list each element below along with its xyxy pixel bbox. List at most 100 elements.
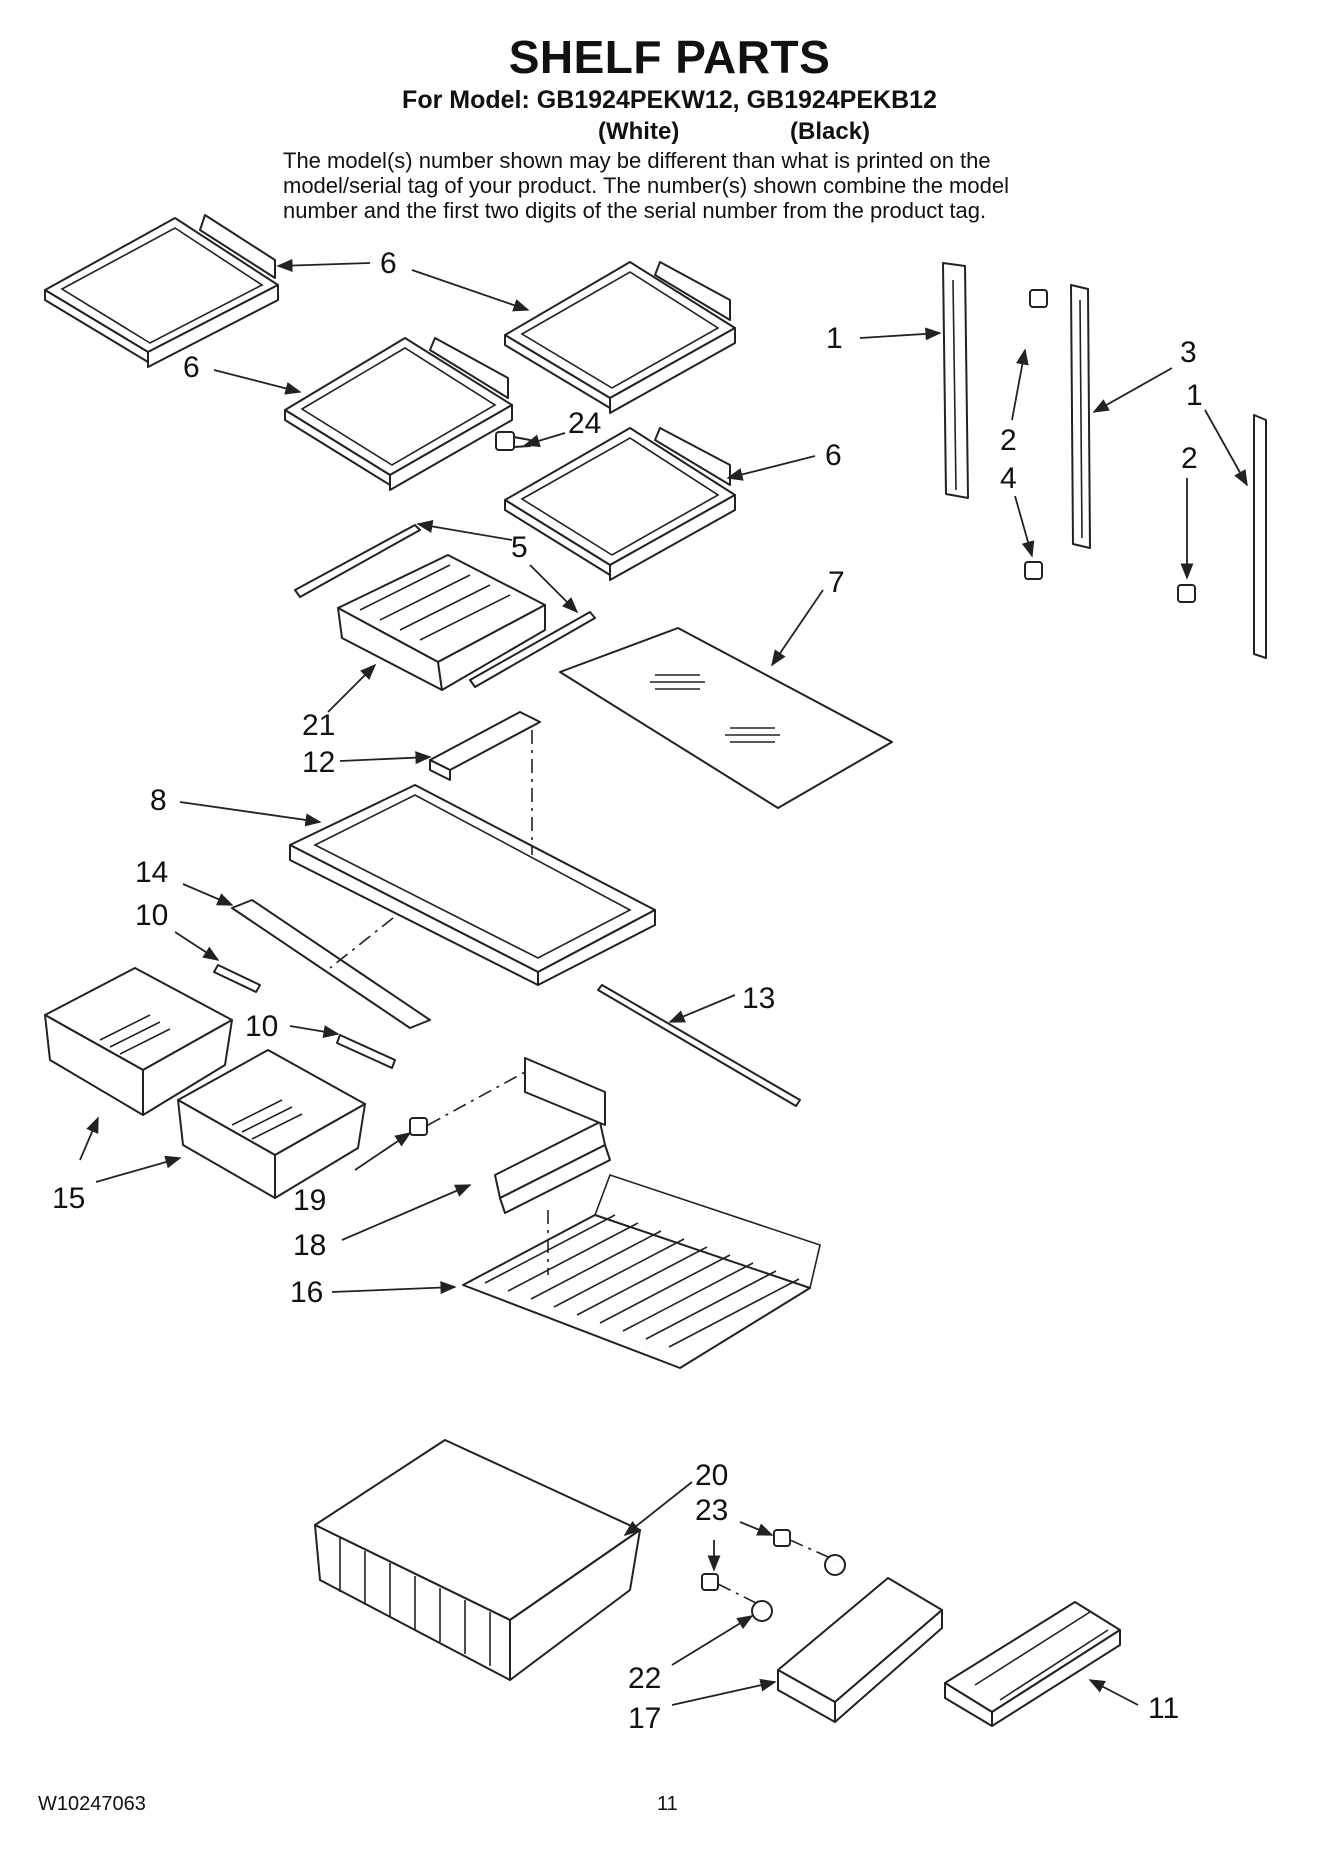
leader-line (331, 1281, 457, 1295)
wire-basket-16 (462, 1173, 821, 1369)
washer-22-b (751, 1600, 773, 1622)
leader-line (289, 1025, 340, 1038)
callout-label: 21 (302, 709, 335, 742)
shelf-middle-left (284, 337, 513, 491)
callout-label: 22 (628, 1662, 661, 1695)
drawer-slide-right (469, 611, 596, 688)
leader-line (79, 1116, 99, 1161)
leader-line (671, 1615, 754, 1666)
screw-23-a (773, 1529, 791, 1547)
rail-left (942, 262, 969, 499)
leader-line (726, 455, 816, 481)
callout-label: 10 (135, 899, 168, 932)
leader-line (276, 259, 371, 273)
callout-label: 2 (1000, 424, 1017, 457)
callout-label: 4 (1000, 462, 1017, 495)
assembly-line (329, 917, 394, 969)
basket-bracket-18 (494, 1057, 611, 1214)
callout-label: 10 (245, 1010, 278, 1043)
crisper-bin-lower (177, 1049, 366, 1199)
leader-line (213, 369, 302, 395)
document-number: W10247063 (38, 1793, 146, 1815)
assembly-line (789, 1539, 836, 1561)
model-note-line: The model(s) number shown may be differe… (283, 148, 991, 173)
leader-line (179, 801, 322, 827)
shelf-middle-right (504, 427, 736, 581)
page-title: SHELF PARTS (508, 31, 831, 83)
model-note-line: number and the first two digits of the s… (283, 198, 987, 223)
callout-label: 1 (826, 322, 843, 355)
leader-line (327, 663, 377, 713)
screw-23-b (701, 1573, 719, 1591)
rail-center (1070, 284, 1091, 549)
leader-line (529, 564, 579, 614)
wire-basket-20 (314, 1439, 641, 1681)
leader-line (182, 883, 234, 906)
leader-line (671, 1678, 777, 1706)
callout-label: 5 (511, 531, 528, 564)
leader-line (1014, 495, 1035, 558)
callout-label: 17 (628, 1702, 661, 1735)
callout-label: 15 (52, 1182, 85, 1215)
shelf-top-right (504, 261, 736, 414)
assembly-line (717, 1583, 763, 1607)
leader-line (95, 1155, 182, 1183)
leader-line (174, 931, 220, 961)
leader-line (354, 1132, 412, 1171)
assembly-line (427, 1071, 526, 1126)
crisper-bin-upper (44, 967, 233, 1116)
leader-line (1204, 409, 1248, 487)
ice-tray-11 (944, 1601, 1121, 1727)
callout-label: 23 (695, 1494, 728, 1527)
callout-label: 16 (290, 1276, 323, 1309)
callout-label: 14 (135, 856, 168, 889)
leader-line (523, 432, 566, 448)
rod-13 (597, 984, 801, 1107)
callout-label: 12 (302, 746, 335, 779)
glass-shelf-7 (559, 627, 893, 809)
callout-label: 3 (1180, 336, 1197, 369)
callout-label: 6 (825, 439, 842, 472)
callout-label: 2 (1181, 442, 1198, 475)
callout-label: 8 (150, 784, 167, 817)
leader-line (1092, 367, 1173, 413)
callout-label: 6 (183, 351, 200, 384)
bracket-10-lower (336, 1034, 396, 1069)
page-number: 11 (657, 1793, 678, 1815)
leader-line (771, 589, 824, 667)
leader-line (341, 1184, 472, 1241)
callout-label: 13 (742, 982, 775, 1015)
leader-line (1088, 1679, 1139, 1706)
leader-line (859, 327, 942, 341)
screw-4 (1024, 561, 1043, 580)
model-line: For Model: GB1924PEKW12, GB1924PEKB12 (402, 86, 937, 114)
screw-2-upper (1029, 289, 1048, 308)
leader-line (416, 520, 513, 541)
variant-black-label: (Black) (790, 118, 871, 145)
screw-2-lower (1177, 584, 1196, 603)
ice-bin-17 (777, 1577, 943, 1723)
callout-label: 19 (293, 1184, 326, 1217)
bracket-10-upper (213, 964, 261, 993)
callout-label: 1 (1186, 379, 1203, 412)
callout-label: 24 (568, 407, 601, 440)
model-note: The model(s) number shown may be differe… (283, 148, 1183, 223)
front-trim-14 (231, 899, 431, 1029)
rail-right (1253, 414, 1267, 659)
leader-line (623, 1481, 693, 1537)
variant-white-label: (White) (598, 118, 680, 145)
shelf-top-left (44, 214, 279, 368)
shelf-frame-8 (289, 784, 656, 986)
leader-line (668, 994, 736, 1023)
drawer-21 (337, 554, 546, 691)
callout-label: 6 (380, 247, 397, 280)
model-note-line: model/serial tag of your product. The nu… (283, 173, 1009, 198)
callout-label: 7 (828, 566, 845, 599)
callout-label: 11 (1148, 1692, 1179, 1725)
callout-label: 18 (293, 1229, 326, 1262)
leader-line (739, 1521, 774, 1536)
callout-label: 20 (695, 1459, 728, 1492)
leader-line (339, 751, 432, 765)
leader-line (1011, 348, 1029, 421)
